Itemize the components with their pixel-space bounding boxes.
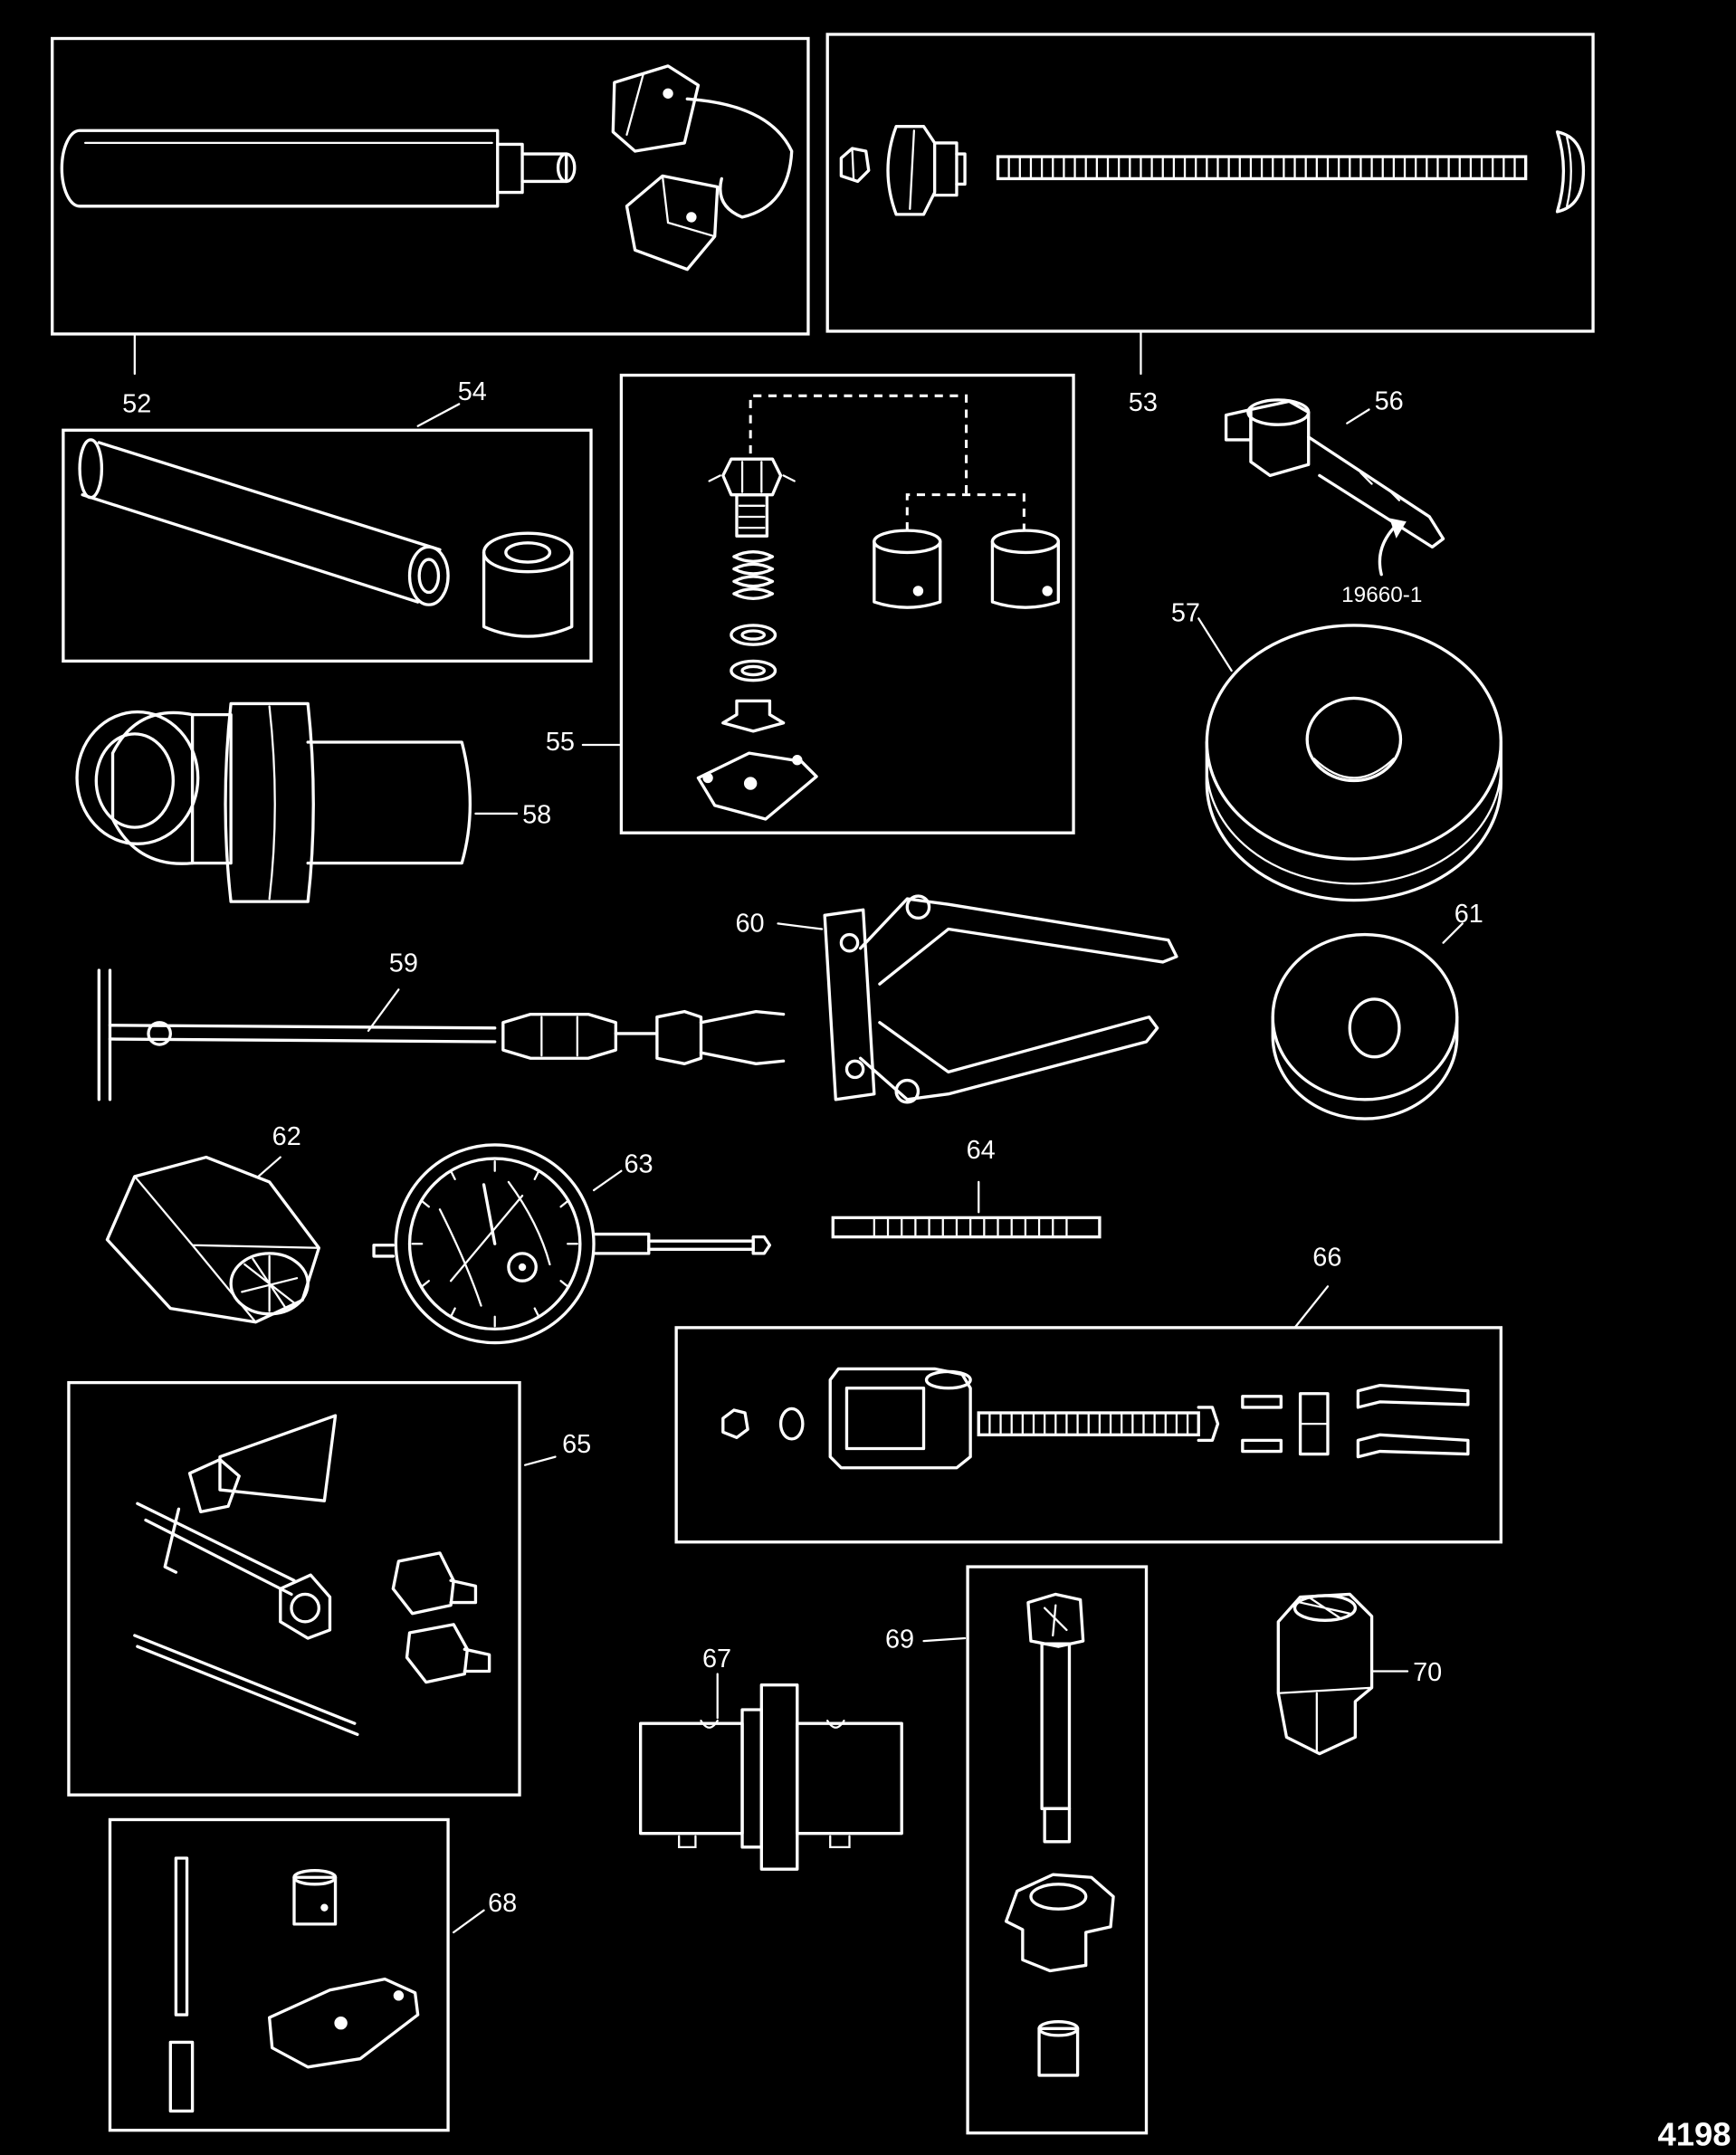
label-part-59: 59 — [388, 949, 418, 979]
part-59-slide-hammer — [97, 968, 786, 1101]
figure-number: 4198 — [1657, 2116, 1731, 2154]
label-part-54: 54 — [457, 377, 487, 407]
label-part-56-number: 19660-1 — [1341, 584, 1423, 608]
part-55-installation-kit — [581, 373, 1075, 834]
label-part-61: 61 — [1454, 900, 1483, 930]
label-part-55: 55 — [545, 728, 575, 758]
part-66-puller-kit — [674, 1285, 1502, 1544]
part-56-clamp — [1224, 398, 1445, 577]
part-52-driver-kit — [51, 36, 810, 376]
part-64-threaded-rod — [831, 1180, 1102, 1239]
part-70-spline-socket — [1276, 1592, 1409, 1756]
part-68-pin-kit — [108, 1817, 485, 2132]
part-63-dial-indicator — [372, 1143, 772, 1345]
part-62-hex-socket — [105, 1155, 320, 1324]
part-54-tube-and-collar — [62, 403, 593, 663]
part-60-bearing-pliers — [777, 894, 1178, 1104]
part-53-puller-assembly — [825, 33, 1595, 376]
part-67-sleeve — [639, 1673, 903, 1871]
label-part-53: 53 — [1128, 388, 1158, 418]
label-part-66: 66 — [1312, 1244, 1342, 1273]
part-69-installer-tool — [922, 1565, 1149, 2135]
label-part-58: 58 — [522, 801, 552, 831]
label-part-64: 64 — [966, 1136, 996, 1166]
label-part-63: 63 — [624, 1149, 653, 1179]
label-part-68: 68 — [488, 1889, 518, 1919]
part-65-alignment-tool — [67, 1380, 557, 1797]
label-part-67: 67 — [702, 1645, 732, 1674]
label-part-69: 69 — [884, 1626, 915, 1655]
label-part-56: 56 — [1374, 387, 1404, 417]
part-58-stepped-driver — [75, 701, 519, 903]
label-part-65: 65 — [562, 1430, 592, 1460]
label-part-70: 70 — [1413, 1658, 1443, 1688]
part-61-spacer-ring — [1271, 922, 1464, 1120]
label-part-62: 62 — [272, 1122, 301, 1152]
label-part-60: 60 — [735, 910, 765, 939]
label-part-52: 52 — [122, 390, 152, 420]
part-57-bearing-ring — [1197, 617, 1502, 902]
label-part-57: 57 — [1170, 599, 1200, 628]
